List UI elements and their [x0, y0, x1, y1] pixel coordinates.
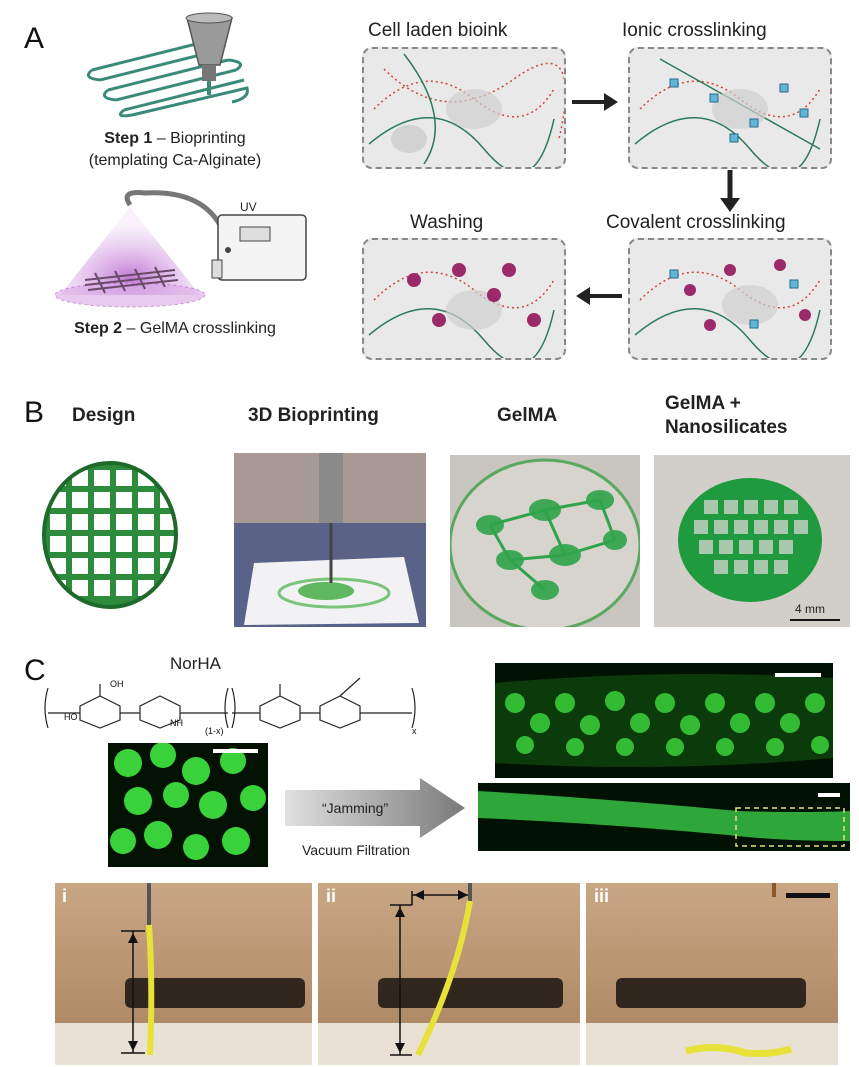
- washed-network: [368, 263, 555, 358]
- panel-c-letter: C: [24, 654, 46, 687]
- header-design: Design: [72, 405, 136, 426]
- step2-rest: – GelMA crosslinking: [122, 320, 276, 337]
- step1-bold: Step 1: [104, 130, 153, 147]
- chem-cooh-label: OH: [110, 679, 124, 689]
- arrow-left-icon: [576, 287, 622, 305]
- header-gelma-nano-1: GelMA +: [665, 393, 741, 414]
- norha-title: NorHA: [170, 654, 222, 673]
- header-bioprinting: 3D Bioprinting: [248, 405, 379, 426]
- step2-bold: Step 2: [74, 320, 123, 337]
- step1-caption: Step 1 – Bioprinting: [70, 130, 280, 148]
- bioprinting-photo: [234, 453, 426, 627]
- washing-box: [362, 238, 566, 360]
- filament-overview-image: [478, 783, 850, 851]
- ionic-network: [634, 58, 821, 167]
- scale-bar-label: 4 mm: [795, 602, 825, 616]
- cell-laden-network: [368, 53, 564, 167]
- covalent-network: [634, 259, 821, 358]
- panel-b-letter: B: [24, 396, 45, 429]
- chem-x-label: x: [412, 726, 417, 736]
- norha-structure: [44, 677, 416, 729]
- uv-label: UV: [240, 200, 257, 214]
- label-i: i: [62, 886, 68, 906]
- jamming-arrow-icon: [285, 778, 465, 838]
- uv-crosslinking-illustration: [54, 190, 307, 308]
- cell-laden-box: [362, 47, 566, 169]
- chem-ho-label: HO: [64, 712, 78, 722]
- extrusion-photo-iii: [586, 883, 838, 1065]
- design-grid-image: [42, 461, 178, 609]
- microgel-fluorescence-image: [108, 743, 268, 867]
- bioprinting-illustration: [86, 12, 249, 118]
- covalent-title: Covalent crosslinking: [606, 212, 786, 233]
- arrow-right-icon: [572, 93, 618, 111]
- cell-laden-title: Cell laden bioink: [368, 20, 508, 41]
- filament-zoom-image: [495, 663, 833, 778]
- extrusion-photo-i: [55, 883, 312, 1065]
- gelma-nanosilicates-photo: [654, 455, 850, 627]
- gelma-photo: [450, 455, 640, 627]
- header-gelma: GelMA: [497, 405, 558, 426]
- chem-one-minus-x-label: (1-x): [205, 726, 224, 736]
- washing-title: Washing: [410, 212, 484, 233]
- jamming-label: “Jamming”: [322, 800, 389, 816]
- covalent-box: [628, 238, 832, 360]
- extrusion-photo-ii: [318, 883, 580, 1065]
- step2-caption: Step 2 – GelMA crosslinking: [35, 320, 315, 338]
- vacuum-filtration-label: Vacuum Filtration: [302, 842, 410, 858]
- header-gelma-nano-2: Nanosilicates: [665, 417, 788, 438]
- panel-a-letter: A: [24, 22, 45, 55]
- step1-subcaption: (templating Ca-Alginate): [88, 152, 262, 169]
- chem-nh-label: NH: [170, 718, 183, 728]
- step1-rest: – Bioprinting: [152, 130, 246, 147]
- label-iii: iii: [594, 886, 610, 906]
- ionic-box: [628, 47, 832, 169]
- label-ii: ii: [326, 886, 337, 906]
- ionic-title: Ionic crosslinking: [622, 20, 767, 41]
- arrow-down-icon: [720, 170, 740, 212]
